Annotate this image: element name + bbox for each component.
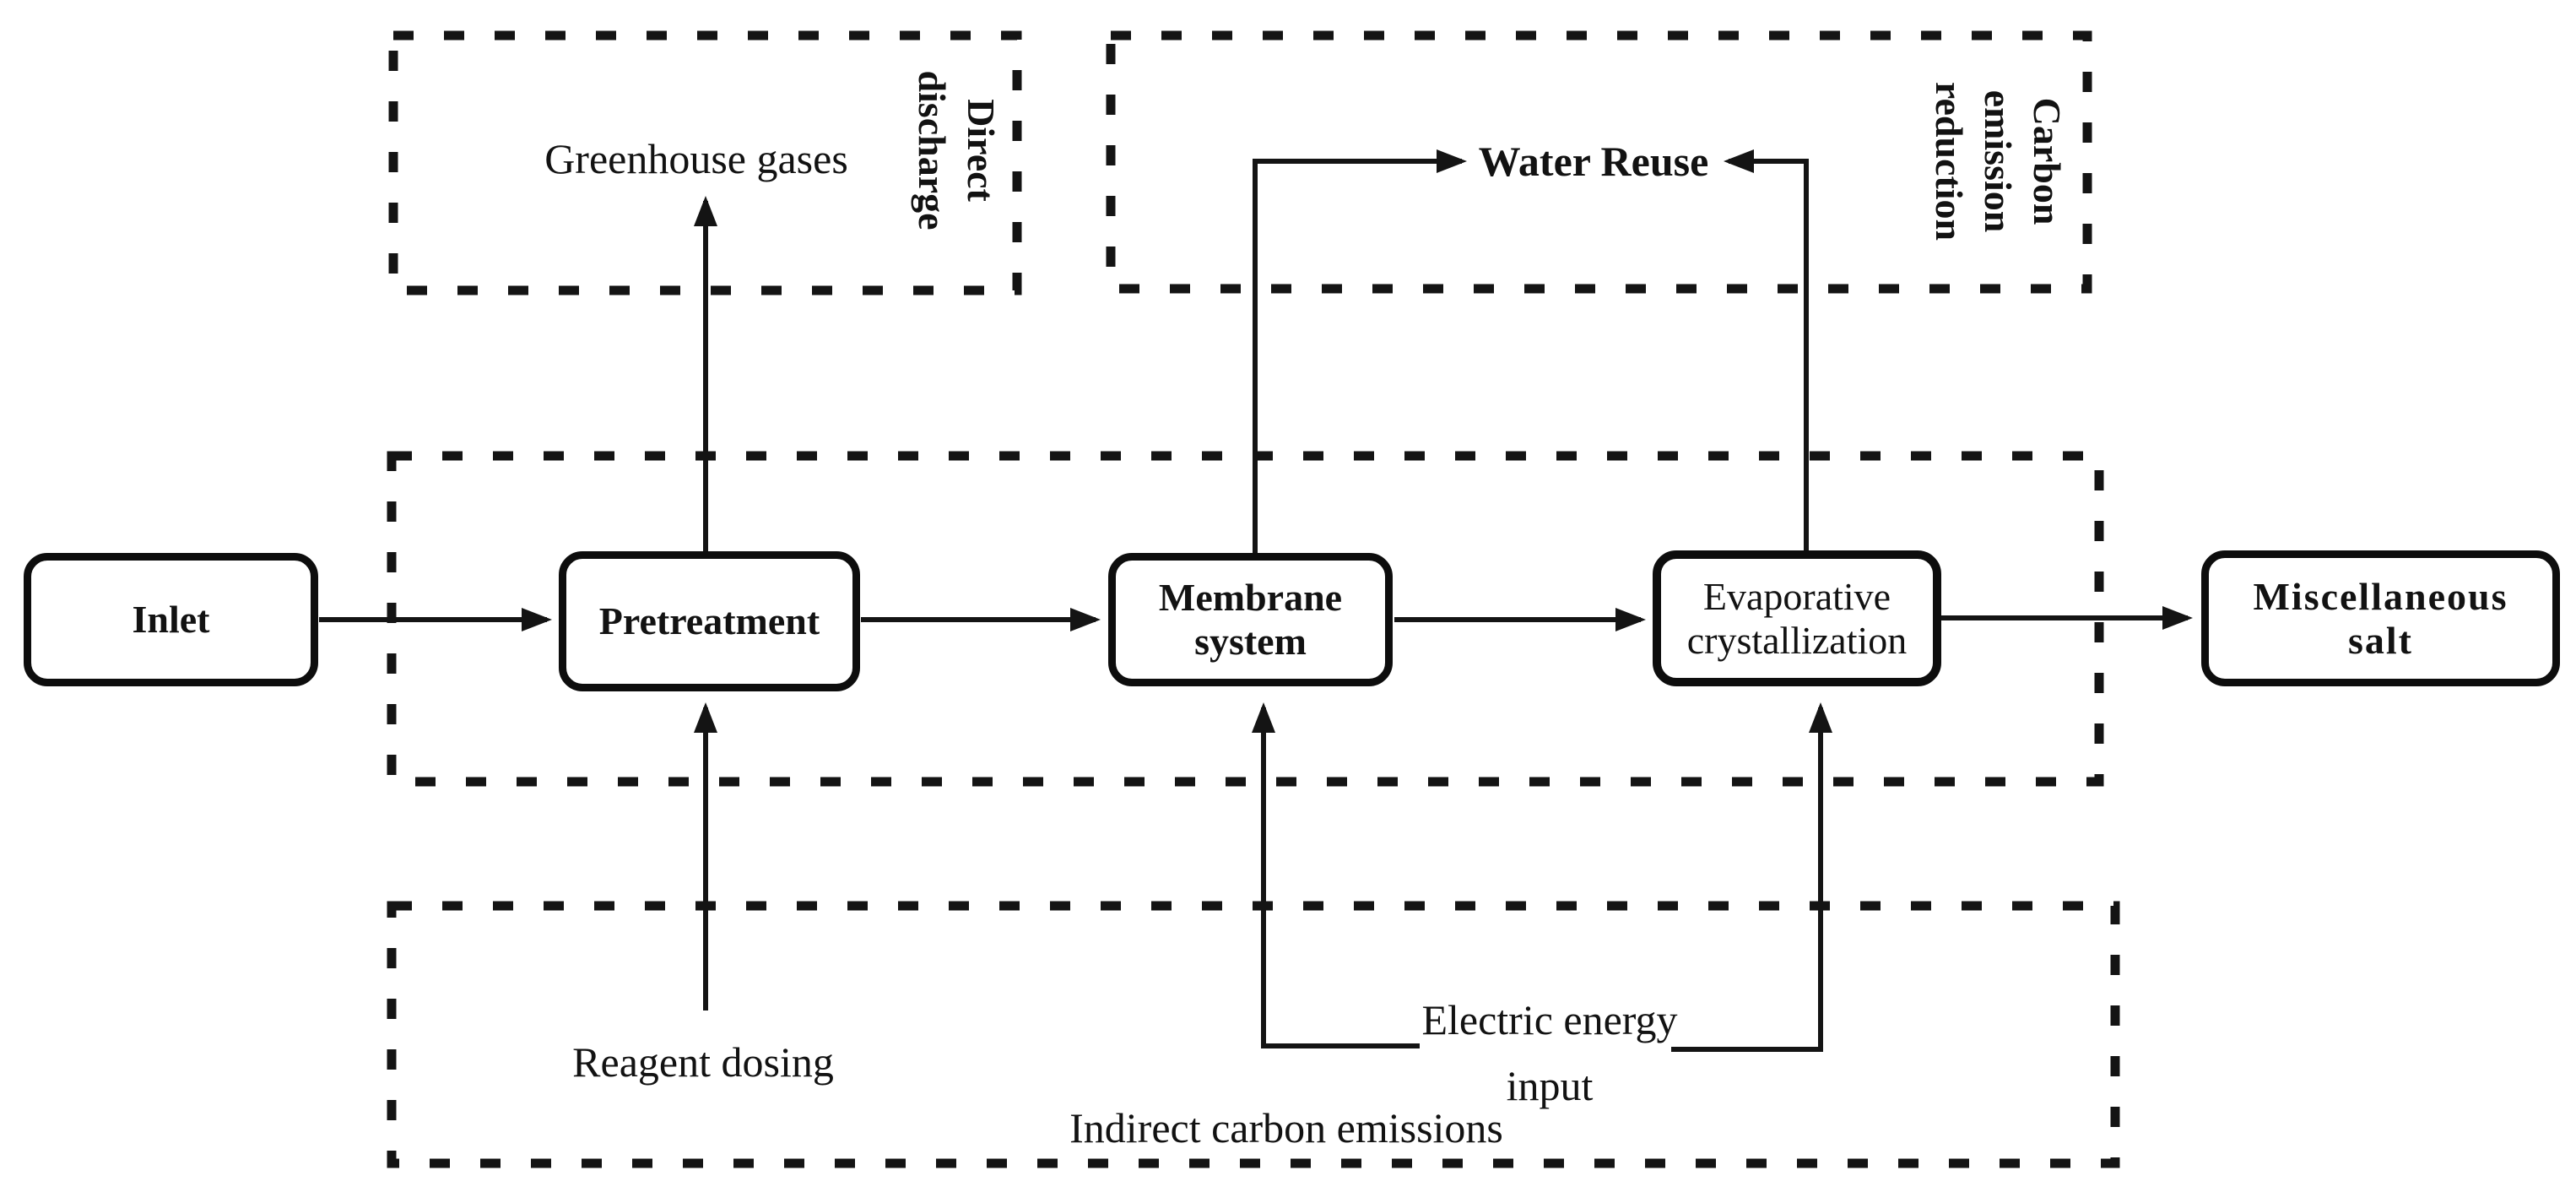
carbon-emission-reduction-zone-label-line1: Carbon (2026, 97, 2069, 225)
direct-discharge-zone-label-line2: discharge (911, 70, 954, 230)
arrow-electric-energy-to-evaporative (1671, 702, 1832, 1052)
miscellaneous-salt-box-label-line2: salt (2348, 618, 2413, 662)
inlet-box-label: Inlet (132, 598, 210, 642)
reagent-dosing-label: Reagent dosing (572, 1038, 834, 1086)
membrane-system-box-label-line2: system (1194, 620, 1307, 663)
pretreatment-box: Pretreatment (559, 551, 860, 691)
evaporative-crystallization-box-label-line2: crystallization (1686, 618, 1908, 662)
arrow-evaporative-to-water-reuse (1724, 149, 1809, 551)
direct-discharge-zone-border (388, 30, 1022, 295)
greenhouse-gases-label: Greenhouse gases (544, 135, 848, 182)
arrow-membrane-to-water-reuse (1253, 149, 1467, 554)
miscellaneous-salt-box: Miscellaneous salt (2201, 550, 2560, 686)
miscellaneous-salt-box-label-line1: Miscellaneous (2253, 574, 2508, 618)
membrane-system-box-label-line1: Membrane (1158, 576, 1343, 620)
direct-discharge-zone-label: Direct discharge (907, 24, 1005, 277)
carbon-emission-reduction-zone-label-line2: emission (1977, 89, 2020, 233)
carbon-emission-reduction-zone-label: Carbon emission reduction (1924, 35, 2071, 288)
evaporative-crystallization-box: Evaporative crystallization (1653, 550, 1941, 686)
water-reuse-label: Water Reuse (1478, 138, 1709, 185)
inlet-box: Inlet (24, 553, 318, 686)
electric-energy-input-label-line2: input (1506, 1062, 1594, 1109)
arrow-electric-energy-to-membrane (1252, 702, 1420, 1048)
carbon-emission-reduction-zone-label-line3: reduction (1928, 81, 1971, 241)
evaporative-crystallization-box-label-line1: Evaporative (1702, 574, 1891, 618)
carbon-emission-reduction-zone-border (1106, 30, 2092, 294)
membrane-system-box: Membrane system (1108, 553, 1393, 686)
electric-energy-input-label-line1: Electric energy (1421, 996, 1678, 1043)
indirect-carbon-emissions-zone-border (387, 901, 2120, 1168)
electric-energy-input-label: Electric energy input (1421, 987, 1677, 1119)
indirect-carbon-emissions-label: Indirect carbon emissions (1069, 1104, 1503, 1151)
direct-discharge-zone-label-line1: Direct (960, 99, 1003, 202)
pretreatment-box-label: Pretreatment (598, 599, 820, 643)
